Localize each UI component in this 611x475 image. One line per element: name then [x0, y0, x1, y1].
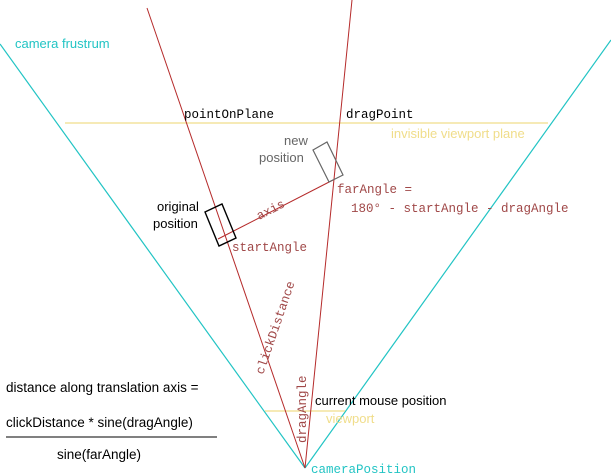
- axis-label: axis: [254, 197, 287, 223]
- camera-frustrum-label: camera frustrum: [15, 36, 110, 51]
- new-position-label-line2: position: [259, 150, 304, 165]
- start-angle-label: startAngle: [232, 241, 307, 255]
- formula-numerator: clickDistance * sine(dragAngle): [6, 415, 193, 430]
- translation-axis-line: [217, 179, 334, 240]
- original-position-box: [204, 203, 237, 247]
- drag-angle-label: dragAngle: [296, 375, 310, 443]
- invisible-viewport-plane-label: invisible viewport plane: [391, 126, 525, 141]
- camera-position-label: cameraPosition: [311, 463, 416, 475]
- viewport-label: viewport: [326, 411, 375, 426]
- far-angle-label-line1: farAngle =: [337, 183, 412, 197]
- formula-denominator: sine(farAngle): [57, 447, 141, 462]
- frustum-right-edge: [304, 39, 611, 469]
- frustum-left-edge: [0, 43, 306, 469]
- original-position-label-line1: original: [157, 199, 199, 214]
- point-on-plane-ray: [146, 7, 306, 469]
- new-position-label-line1: new: [284, 133, 308, 148]
- drag-point-ray: [304, 0, 353, 469]
- far-angle-label-line2: 180° - startAngle - dragAngle: [351, 202, 569, 216]
- click-distance-label: clickDistance: [254, 280, 299, 377]
- drag-point-label: dragPoint: [346, 108, 414, 122]
- current-mouse-position-label: current mouse position: [315, 393, 447, 408]
- new-position-box: [312, 141, 344, 183]
- formula-lhs: distance along translation axis =: [6, 380, 199, 395]
- point-on-plane-label: pointOnPlane: [184, 108, 274, 122]
- original-position-label-line2: position: [153, 216, 198, 231]
